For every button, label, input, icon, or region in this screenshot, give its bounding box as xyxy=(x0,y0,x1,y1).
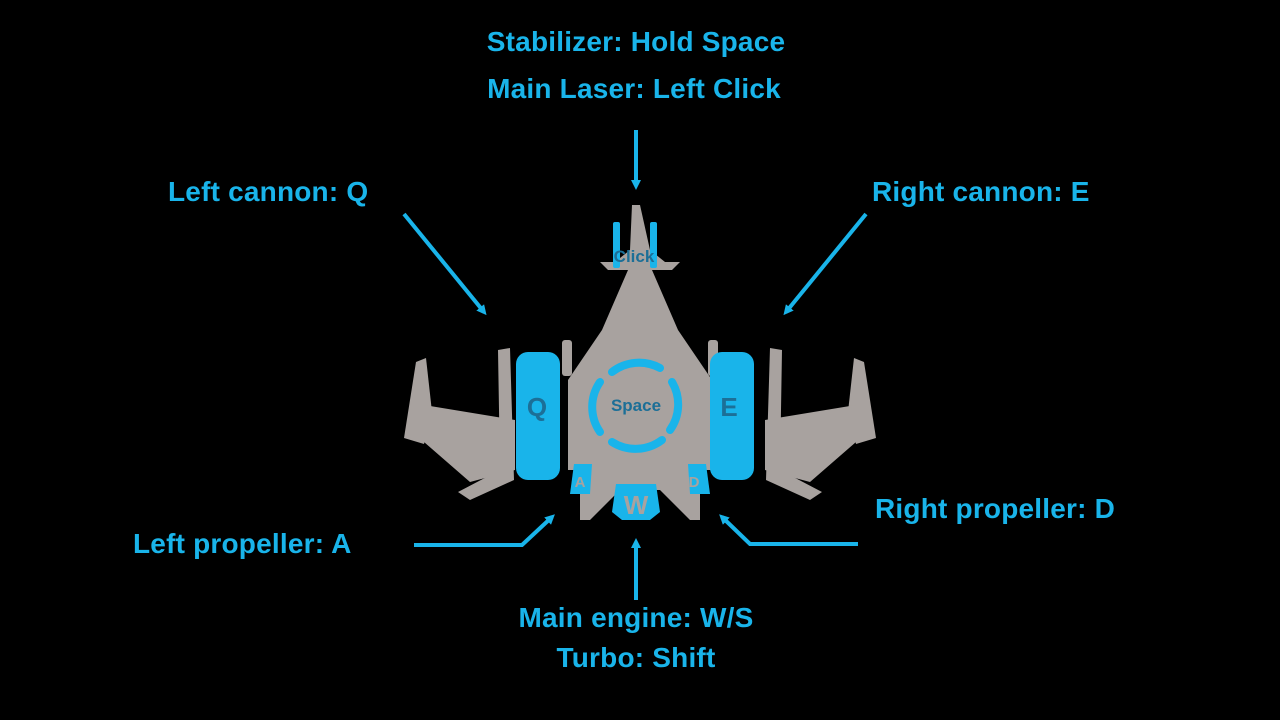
main-engine xyxy=(612,484,660,520)
right-cannon xyxy=(710,352,754,480)
right-wing xyxy=(765,405,856,482)
stabilizer-arc-bottom xyxy=(608,436,666,453)
key-d-label: D xyxy=(689,474,700,491)
right-propeller xyxy=(688,464,710,494)
left-propeller xyxy=(570,464,592,494)
key-space-label: Space xyxy=(611,396,661,415)
main-laser-left-barrel xyxy=(613,222,620,268)
arrow-right-cannon xyxy=(783,212,868,316)
key-click-label: Click xyxy=(614,247,655,266)
left-cannon xyxy=(516,352,560,480)
arrow-left-propeller xyxy=(414,514,555,547)
stabilizer-callout: Stabilizer: Hold Space xyxy=(486,26,786,57)
left-cannon-pylon xyxy=(562,340,572,376)
key-q-label: Q xyxy=(527,392,547,422)
key-e-label: E xyxy=(720,392,737,422)
key-w-label: W xyxy=(624,490,649,520)
left-strut xyxy=(458,348,514,500)
stabilizer-ring xyxy=(588,358,683,453)
stabilizer-arc-right xyxy=(666,378,683,434)
right-propeller-callout: Right propeller: D xyxy=(875,493,1116,524)
right-strut xyxy=(766,348,822,500)
arrow-right-propeller xyxy=(719,514,858,546)
arrow-left-cannon xyxy=(402,212,487,316)
left-cannon-callout: Left cannon: Q xyxy=(168,176,369,207)
stabilizer-arc-left xyxy=(588,378,604,436)
left-wing xyxy=(424,405,515,482)
left-propeller-callout: Left propeller: A xyxy=(133,528,352,559)
right-cannon-callout: Right cannon: E xyxy=(872,176,1090,207)
stabilizer-arc-top xyxy=(608,358,664,376)
main-laser-callout: Main Laser: Left Click xyxy=(487,73,781,104)
turbo-callout: Turbo: Shift xyxy=(556,642,716,673)
main-engine-callout: Main engine: W/S xyxy=(518,602,754,633)
main-laser-right-barrel xyxy=(650,222,657,268)
key-a-label: A xyxy=(575,474,586,491)
